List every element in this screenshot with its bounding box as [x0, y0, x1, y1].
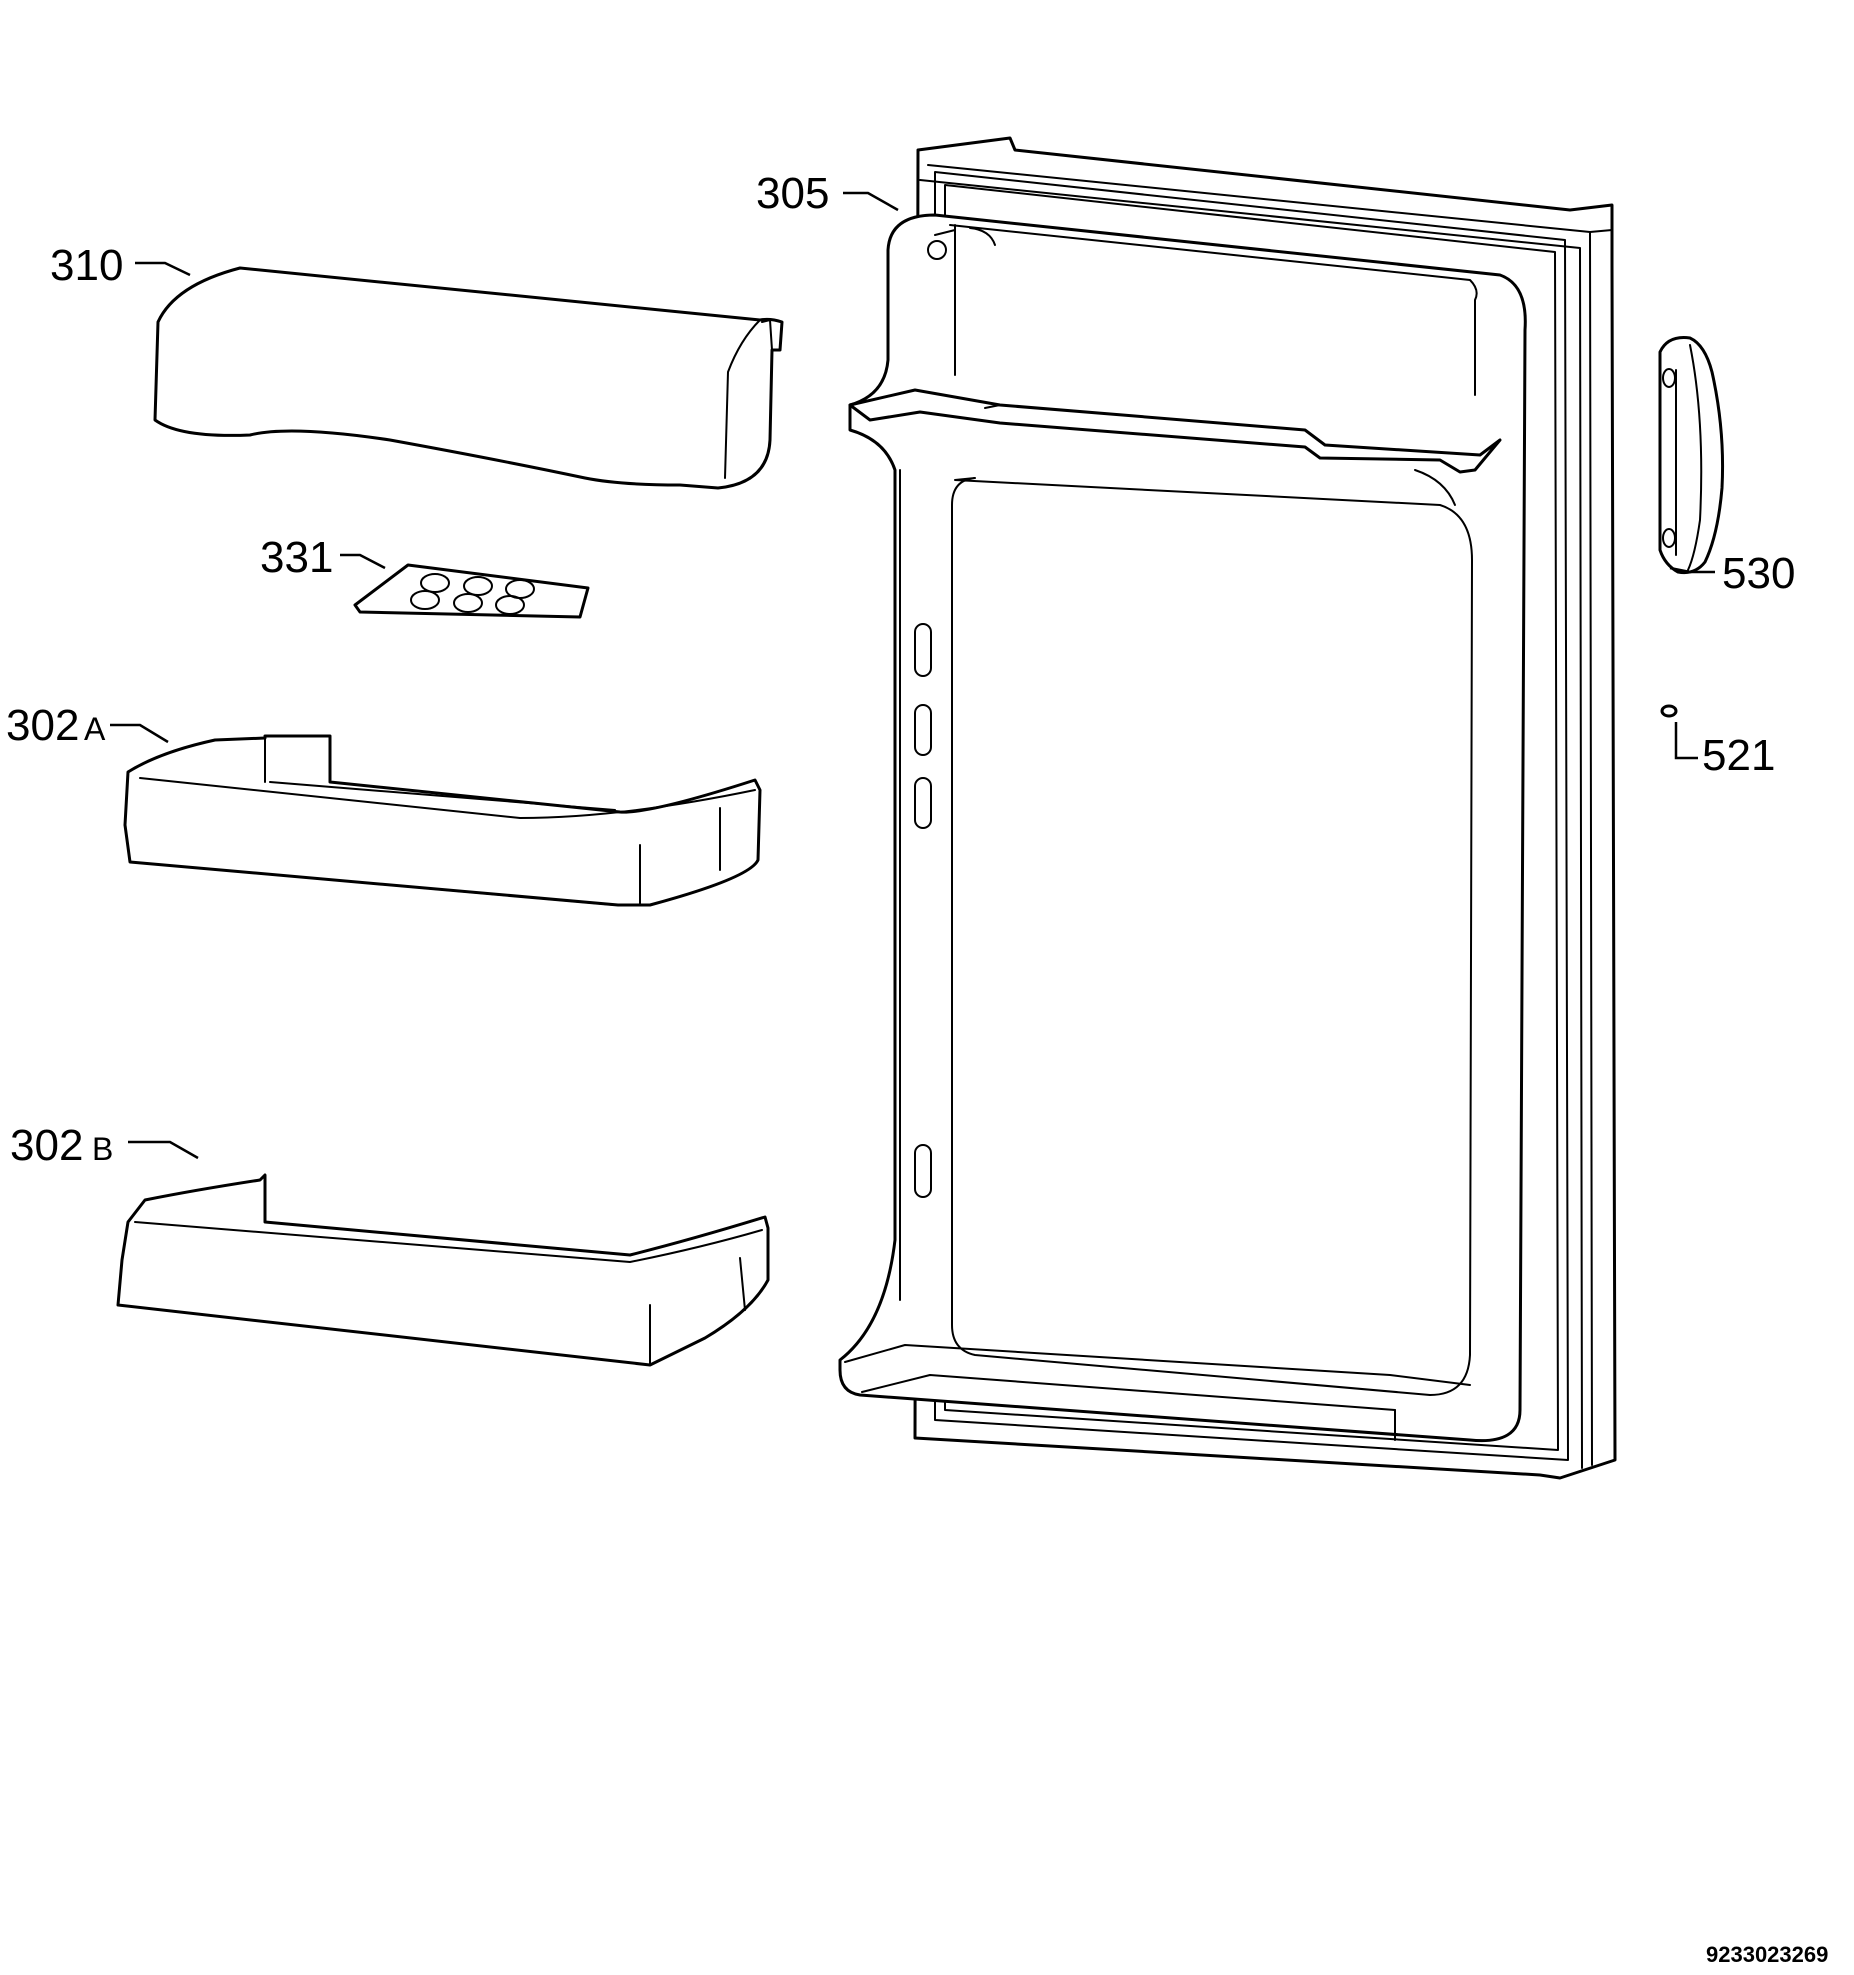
- document-number: 9233023269: [1706, 1942, 1828, 1967]
- callout-label-521: 521: [1702, 731, 1775, 780]
- shelf-slot: [914, 777, 932, 829]
- leader-line-530: [1669, 566, 1715, 574]
- shelf-slot: [914, 623, 932, 677]
- callout-suffix-b: B: [92, 1131, 113, 1167]
- egg-tray-icon: [353, 563, 590, 619]
- refrigerator-door-icon: [838, 136, 1617, 1480]
- callout-label-302-a: 302: [6, 701, 79, 750]
- callout-label-305: 305: [756, 169, 829, 218]
- callout-label-331: 331: [260, 533, 333, 582]
- leader-line-521: [1674, 722, 1698, 760]
- callout-label-310: 310: [50, 241, 123, 290]
- door-handle-icon: [1658, 336, 1725, 574]
- leader-line-302b: [128, 1140, 199, 1160]
- callout-label-530: 530: [1722, 549, 1795, 598]
- leader-line-305: [843, 191, 899, 212]
- shelf-slot: [914, 1144, 932, 1198]
- leader-line-331: [340, 553, 386, 570]
- dairy-cover-icon: [153, 266, 784, 490]
- leader-line-310: [135, 261, 191, 277]
- shelf-slot: [914, 704, 932, 756]
- callout-suffix-a: A: [84, 711, 106, 747]
- screw-cap-icon: [1660, 704, 1678, 718]
- door-shelf-icon: [123, 734, 762, 907]
- door-shelf-icon: [116, 1173, 770, 1367]
- leader-line-302a: [110, 723, 169, 744]
- callout-label-302-b: 302: [10, 1121, 83, 1170]
